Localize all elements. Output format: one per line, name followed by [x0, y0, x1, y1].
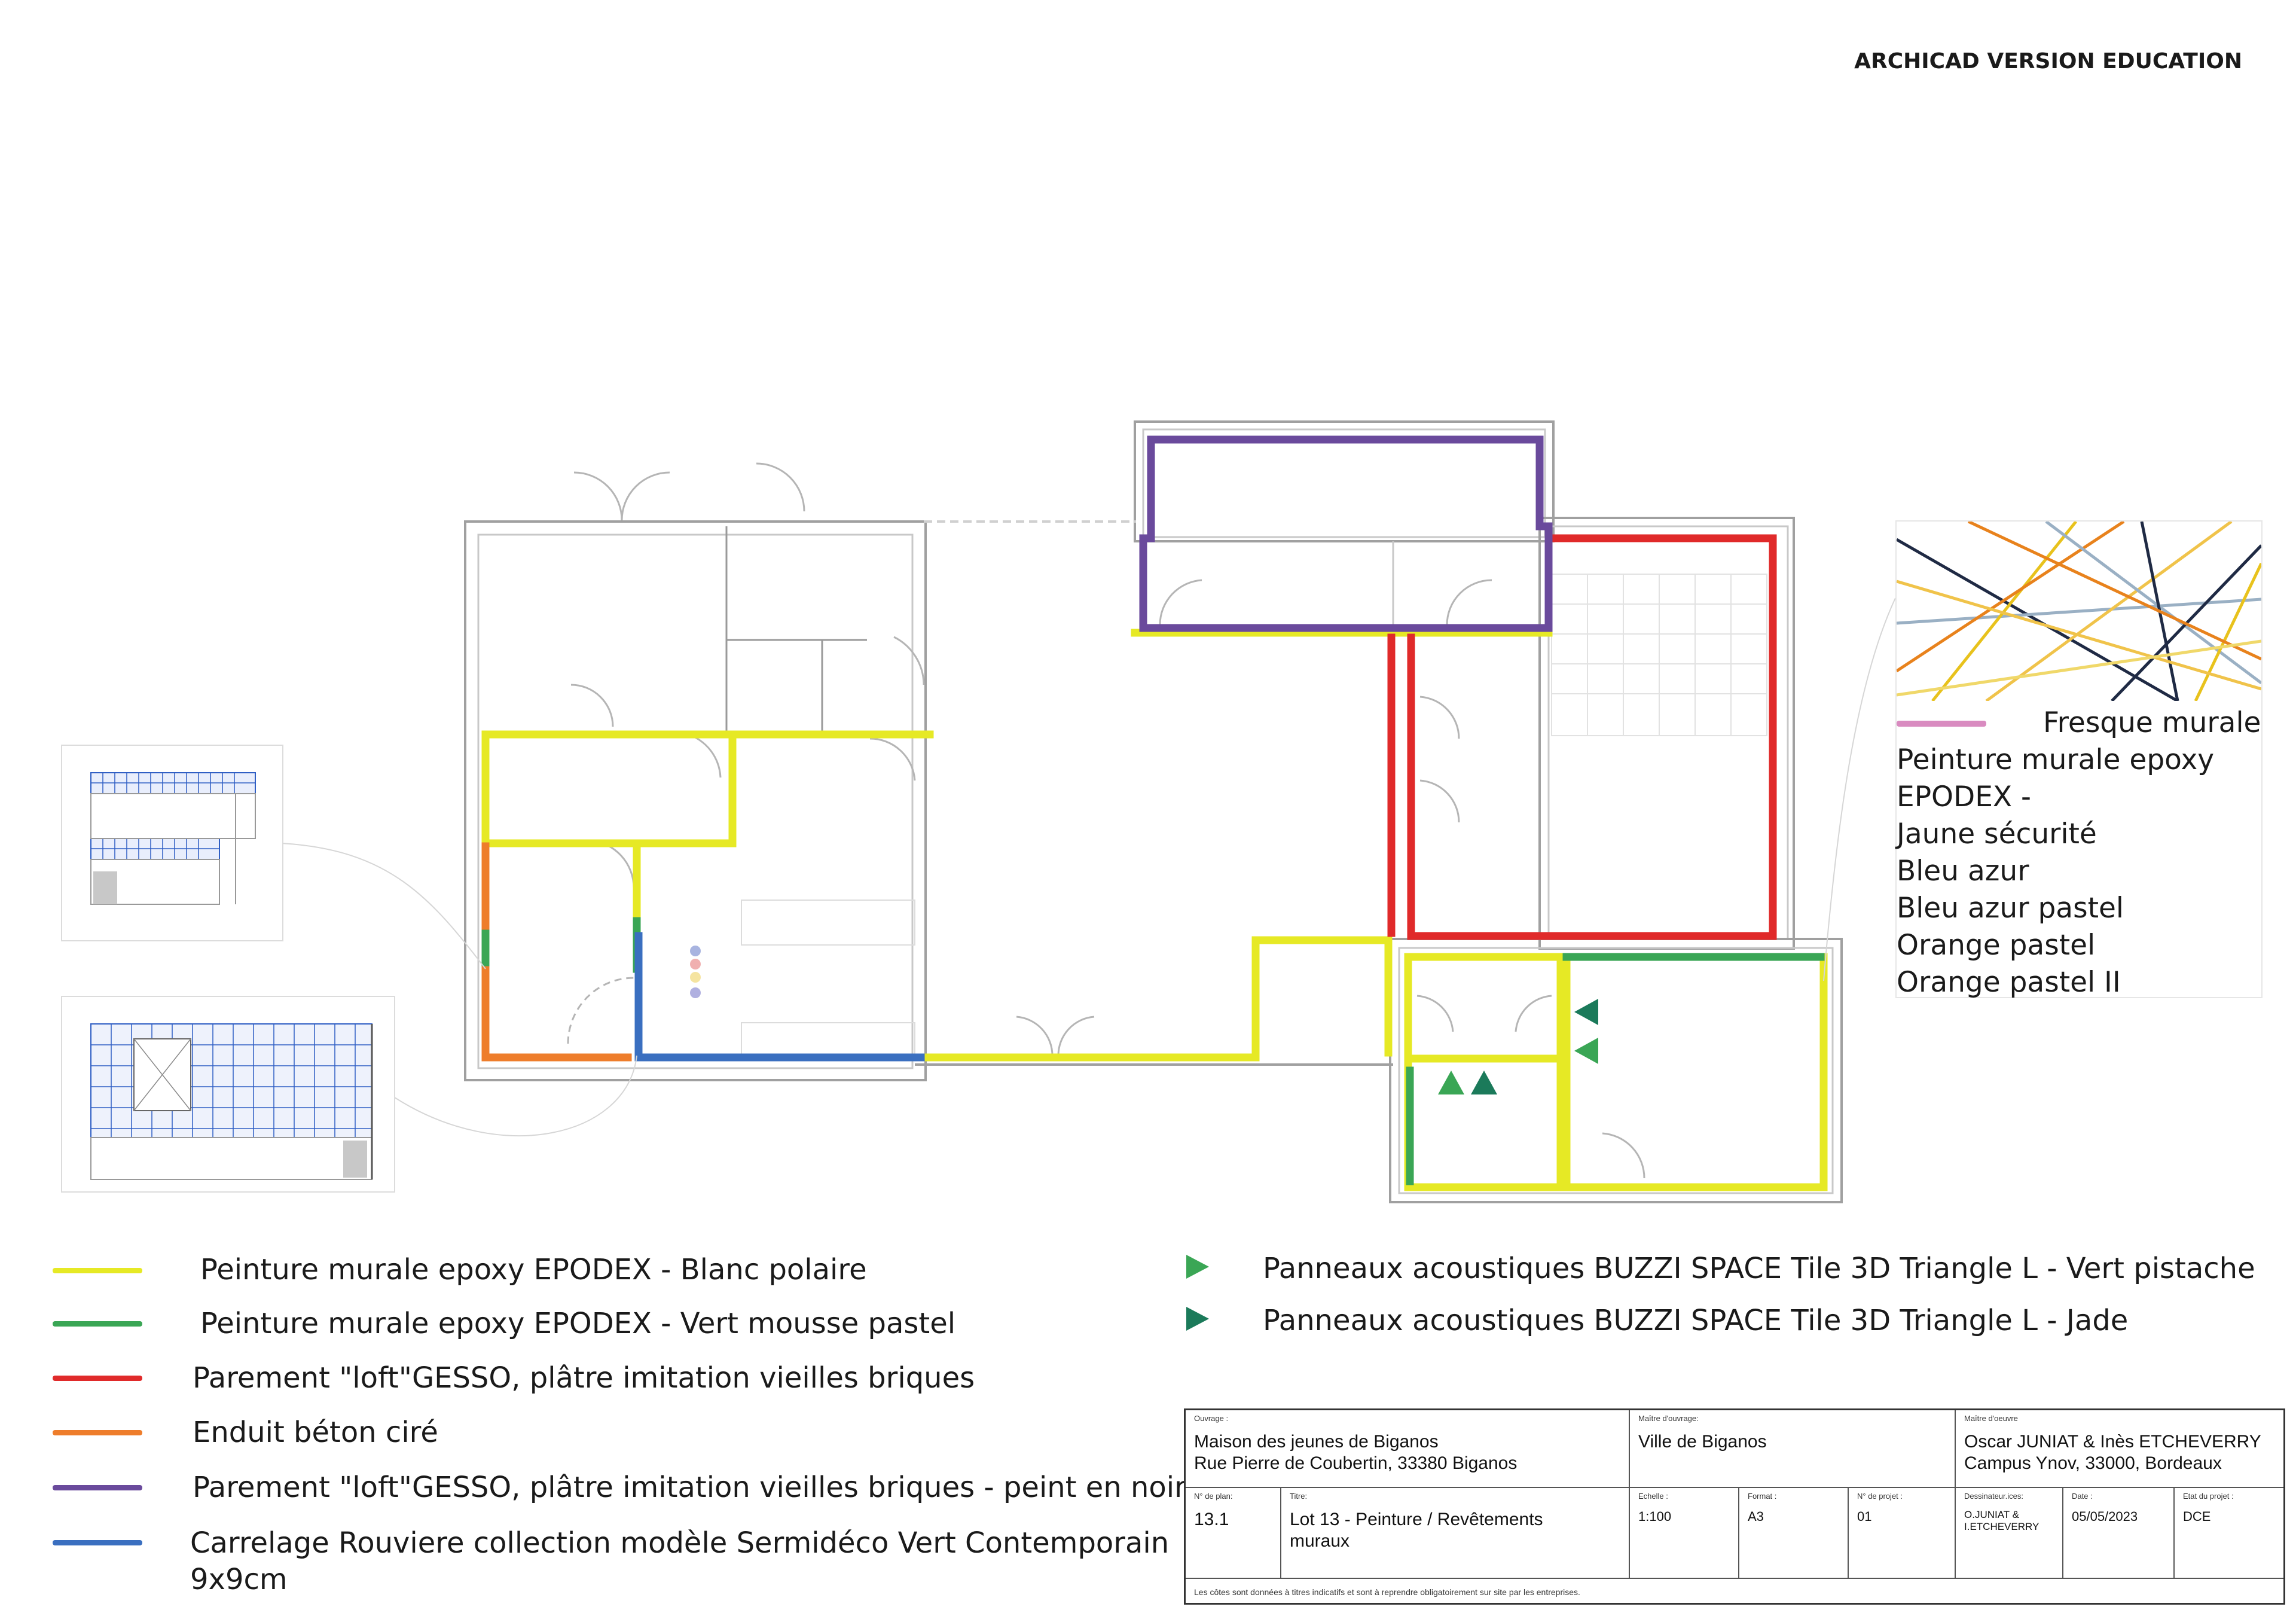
wall-left-block-inner — [477, 533, 914, 1069]
wall-left-block — [464, 520, 927, 1081]
fresque-line: Bleu azur — [1897, 855, 2029, 888]
cartouche-projet: N° de projet : 01 — [1849, 1488, 1956, 1579]
elevation-thumbnail-1 — [61, 745, 283, 941]
furniture — [741, 900, 915, 1059]
fresque-title: Fresque murale — [2043, 706, 2261, 739]
walls — [464, 420, 1843, 1203]
cartouche-moa: Maître d'ouvrage: Ville de Biganos — [1630, 1410, 1956, 1488]
cartouche-date: Date : 05/05/2023 — [2063, 1488, 2175, 1579]
cartouche-etat: Etat du projet : DCE — [2175, 1488, 2283, 1579]
finish-vert-mousse — [481, 917, 1825, 1185]
cartouche-format: Format : A3 — [1739, 1488, 1849, 1579]
wall-bottom-right — [1389, 938, 1843, 1203]
cartouche-titre: Titre: Lot 13 - Peinture / Revêtements m… — [1281, 1488, 1630, 1579]
wall-top-room-inner — [1142, 428, 1546, 538]
elevation-drawing-2 — [90, 1023, 373, 1180]
cartouche-footnote: Les côtes sont données à titres indicati… — [1194, 1587, 1580, 1597]
cartouche-moe: Maître d'oeuvre Oscar JUNIAT & Inès ETCH… — [1956, 1410, 2283, 1488]
triangle-vert-pistache — [1574, 1038, 1598, 1064]
elevation-drawing-1 — [90, 772, 256, 905]
cartouche-ouvrage: Ouvrage : Maison des jeunes de Biganos R… — [1186, 1410, 1630, 1488]
acoustic-panels — [1438, 999, 1598, 1094]
fresque-swatch — [1897, 721, 1986, 727]
cartouche-echelle: Echelle : 1:100 — [1630, 1488, 1739, 1579]
fresque-line: Jaune sécurité — [1897, 818, 2097, 850]
finish-lines — [481, 435, 1828, 1191]
leader-lines — [280, 597, 1896, 1136]
wall-bottom-right-inner — [1398, 947, 1834, 1194]
fresque-line: EPODEX - — [1897, 780, 2032, 813]
wall-right-block — [1538, 517, 1795, 950]
grid-pattern — [1551, 574, 1767, 736]
finish-beton — [481, 842, 632, 1062]
fresque-line: Orange pastel II — [1897, 966, 2121, 999]
triangle-jade — [1574, 999, 1598, 1025]
cartouche-plan-no: N° de plan: 13.1 — [1186, 1488, 1281, 1579]
wall-top-room — [1134, 420, 1555, 542]
watermark-text: ARCHICAD VERSION EDUCATION — [1854, 49, 2242, 74]
finish-gesso — [1387, 534, 1777, 940]
fresque-line: Bleu azur pastel — [1897, 892, 2124, 925]
wall-right-block-inner — [1547, 525, 1789, 940]
fresque-pattern — [1895, 520, 2263, 703]
triangle-vert-pistache — [1438, 1071, 1464, 1094]
finish-carrelage — [634, 932, 925, 1062]
fresque-line: Peinture murale epoxy — [1897, 743, 2215, 776]
elevation-thumbnail-2 — [61, 996, 395, 1193]
triangle-jade — [1471, 1071, 1497, 1094]
title-block: Ouvrage : Maison des jeunes de Biganos R… — [1184, 1408, 2285, 1605]
colour-dots — [690, 946, 701, 998]
fresque-legend-panel: Fresque murale Peinture murale epoxy EPO… — [1895, 520, 2263, 999]
finish-gesso-noir — [1139, 435, 1553, 632]
cartouche-dessinateurs: Dessinateur.ices: O.JUNIAT & I.ETCHEVERR… — [1956, 1488, 2063, 1579]
fresque-line: Orange pastel — [1897, 929, 2096, 962]
